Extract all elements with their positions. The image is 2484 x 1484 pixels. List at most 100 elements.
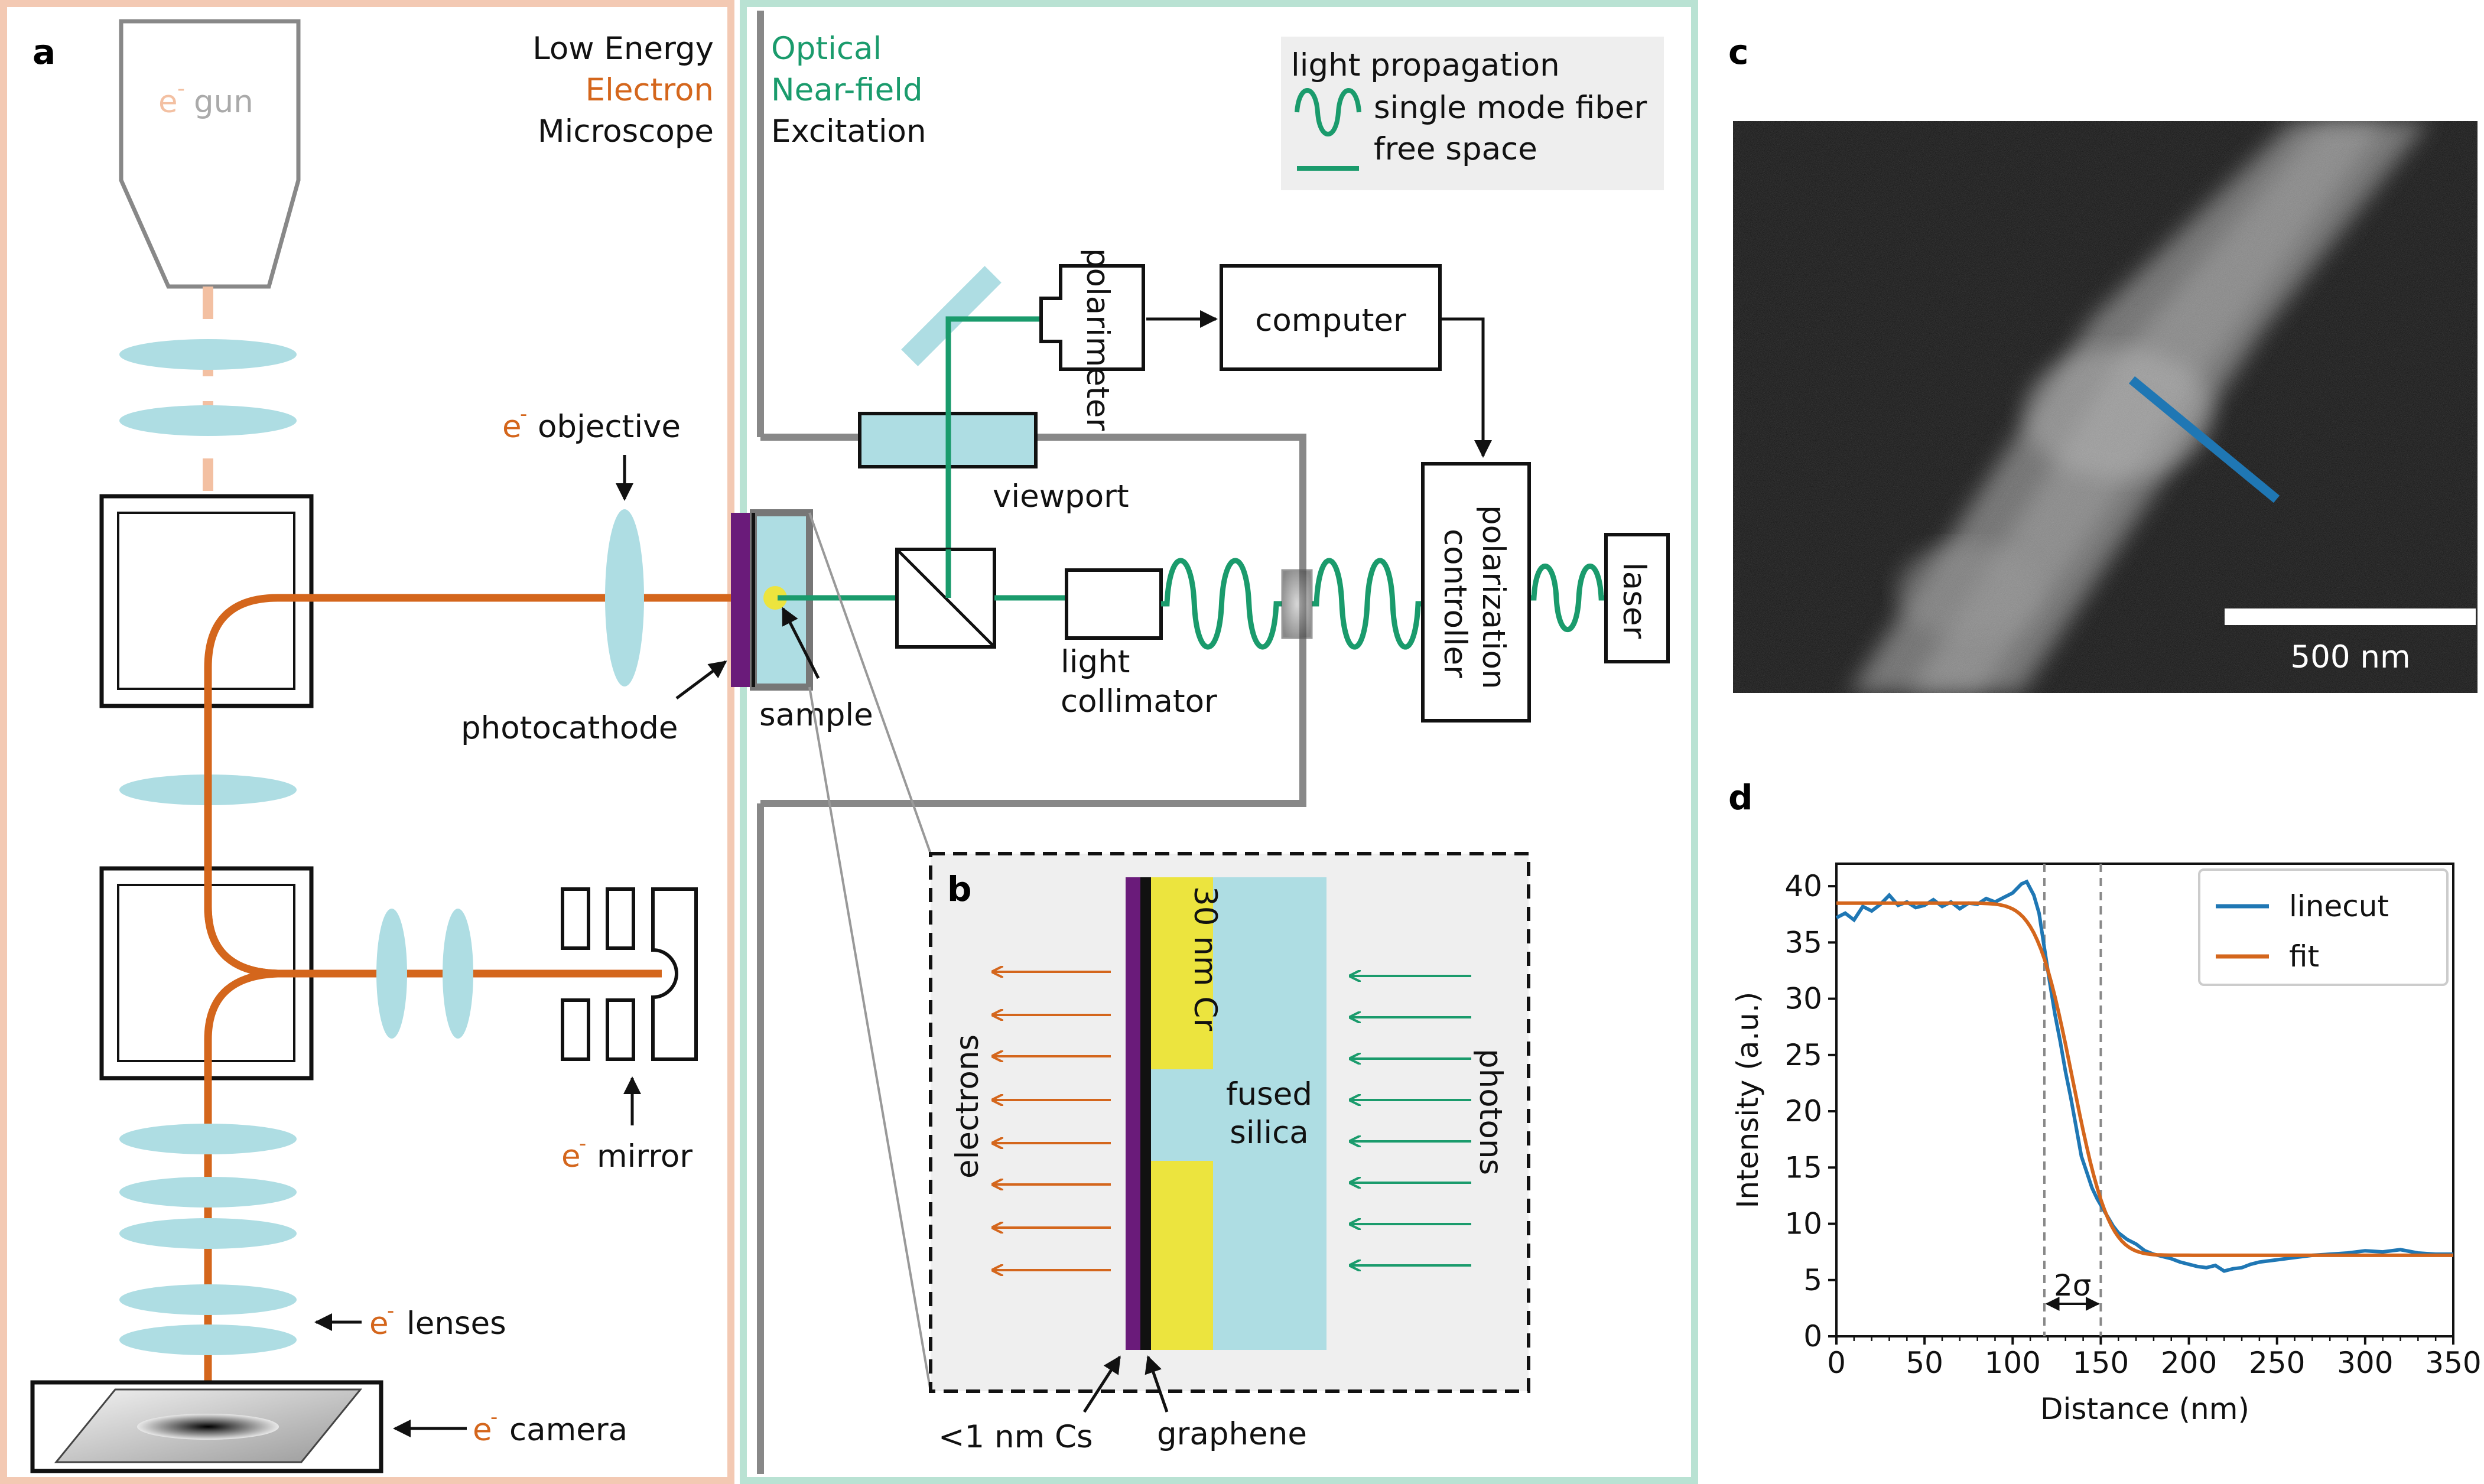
lenses-electron-sup: - bbox=[387, 1299, 394, 1323]
panel-label-b: b bbox=[947, 869, 972, 909]
panel-c-image: c 500 nm bbox=[1728, 32, 2478, 693]
gun-label: gun bbox=[194, 84, 253, 120]
camera-label: camera bbox=[509, 1412, 627, 1448]
mirror-label: mirror bbox=[597, 1138, 692, 1174]
projector-lens-2 bbox=[119, 1177, 297, 1208]
collimator-label-2: collimator bbox=[1061, 684, 1217, 720]
legend-fiber-label: single mode fiber bbox=[1374, 90, 1647, 126]
legend-fiber-swatch bbox=[1295, 88, 1361, 136]
panel-label-a: a bbox=[32, 32, 56, 72]
mirror-electron-symbol: e bbox=[561, 1138, 581, 1174]
y-tick-label-3: 15 bbox=[1784, 1150, 1822, 1184]
optical-title-line1: Optical bbox=[771, 31, 882, 67]
panel-label-c: c bbox=[1728, 32, 1748, 72]
mirror-electrode-1-top bbox=[561, 887, 590, 950]
cs-arrow bbox=[1082, 1355, 1121, 1413]
projector-lens-5 bbox=[119, 1324, 297, 1355]
sample-spot bbox=[763, 586, 787, 610]
computer-to-controller-arrow bbox=[1440, 317, 1492, 458]
fiber-feedthrough-to-controller bbox=[1312, 558, 1423, 650]
x-tick-label-1: 50 bbox=[1906, 1346, 1943, 1380]
mirror-electrode-1-bottom bbox=[561, 998, 590, 1061]
photocathode-arrow bbox=[675, 660, 727, 700]
linecut-marker bbox=[2128, 376, 2280, 503]
photon-arrows bbox=[1350, 976, 1471, 1265]
light-collimator bbox=[1065, 568, 1163, 640]
photons-label: photons bbox=[1472, 1049, 1508, 1175]
projector-lens-1 bbox=[119, 1124, 297, 1154]
optical-mirror bbox=[901, 266, 1002, 366]
beamsplitter-diagonal bbox=[896, 548, 996, 648]
fiber-feedthrough bbox=[1281, 569, 1313, 639]
image-noise bbox=[1733, 121, 2478, 693]
panel-label-d: d bbox=[1728, 777, 1753, 818]
polarimeter-label: polarimeter bbox=[1080, 248, 1116, 431]
zoom-line-bottom bbox=[808, 686, 932, 1392]
laser-label: laser bbox=[1616, 562, 1652, 639]
laser-box bbox=[1604, 533, 1670, 663]
projector-lens-3 bbox=[119, 1218, 297, 1249]
mirror-electron-sup: - bbox=[579, 1132, 586, 1156]
panel-a-microscope: a Low Energy Electron Microscope e - gun… bbox=[0, 0, 739, 1484]
silica-label-2: silica bbox=[1230, 1115, 1308, 1151]
x-tick-label-4: 200 bbox=[2161, 1346, 2217, 1380]
series-fit bbox=[1836, 901, 2453, 1257]
sample-arrow bbox=[781, 607, 820, 679]
y-tick-label-6: 30 bbox=[1784, 982, 1822, 1016]
electron-path-to-camera bbox=[204, 969, 278, 1382]
cr-layer-label: 30 nm Cr bbox=[1187, 886, 1223, 1031]
silica-label-1: fused bbox=[1226, 1076, 1312, 1112]
x-tick-label-6: 300 bbox=[2337, 1346, 2393, 1380]
camera-spot bbox=[137, 1414, 279, 1440]
sigma-annotation: 2σ bbox=[2054, 1268, 2092, 1303]
objective-label: objective bbox=[538, 409, 681, 445]
y-tick-label-0: 0 bbox=[1803, 1319, 1822, 1353]
series-linecut bbox=[1835, 879, 2453, 1273]
condenser-lens-2 bbox=[119, 405, 297, 436]
gun-electron-sup: - bbox=[177, 77, 185, 101]
mirror-electrode-2-top bbox=[606, 887, 635, 950]
y-axis-label: Intensity (a.u.) bbox=[1731, 992, 1765, 1209]
panel-b-inset: b 30 nm Cr fused silica electrons photon… bbox=[808, 512, 1530, 1455]
y-tick-label-7: 35 bbox=[1784, 925, 1822, 959]
polarimeter bbox=[1039, 264, 1145, 371]
x-tick-label-3: 150 bbox=[2073, 1346, 2129, 1380]
fiber-controller-to-laser bbox=[1529, 564, 1606, 632]
y-tick-label-1: 5 bbox=[1803, 1263, 1822, 1297]
objective-lens bbox=[605, 509, 644, 686]
graphene-arrow bbox=[1145, 1355, 1169, 1413]
y-tick-label-8: 40 bbox=[1784, 869, 1822, 903]
polarization-controller bbox=[1421, 462, 1531, 723]
graphene-label: graphene bbox=[1157, 1416, 1307, 1452]
scale-bar-label: 500 nm bbox=[2290, 639, 2410, 675]
microscope-title-line1: Low Energy bbox=[532, 31, 714, 67]
chromium-layer-bottom bbox=[1151, 1161, 1213, 1350]
cesium-layer bbox=[1126, 877, 1140, 1350]
lenses-electron-symbol: e bbox=[369, 1306, 389, 1342]
lenses-label: lenses bbox=[407, 1306, 506, 1342]
y-tick-label-2: 10 bbox=[1784, 1207, 1822, 1241]
objective-electron-symbol: e bbox=[502, 409, 522, 445]
collimator-label-1: light bbox=[1061, 644, 1130, 680]
beam-to-polarimeter bbox=[945, 316, 1043, 598]
electron-gun-housing bbox=[119, 19, 301, 289]
legend-title: light propagation bbox=[1291, 47, 1560, 83]
scale-bar bbox=[2225, 608, 2476, 625]
mirror-lens-2 bbox=[443, 909, 473, 1039]
photocathode bbox=[731, 513, 751, 687]
graphene-layer bbox=[1140, 877, 1151, 1350]
y-tick-label-4: 20 bbox=[1784, 1094, 1822, 1128]
zoom-line-top bbox=[808, 512, 932, 854]
photocathode-label: photocathode bbox=[461, 710, 678, 746]
chromium-layer-top bbox=[1151, 877, 1213, 1069]
legend-label-linecut: linecut bbox=[2289, 889, 2389, 923]
camera-electron-sup: - bbox=[490, 1405, 498, 1429]
optical-title-line3: Excitation bbox=[771, 113, 926, 149]
camera-electron-symbol: e bbox=[473, 1412, 492, 1448]
polarization-controller-label-1: polarization bbox=[1475, 505, 1511, 689]
mirror-lens-1 bbox=[376, 909, 407, 1039]
optical-title-line2: Near-field bbox=[771, 72, 923, 108]
